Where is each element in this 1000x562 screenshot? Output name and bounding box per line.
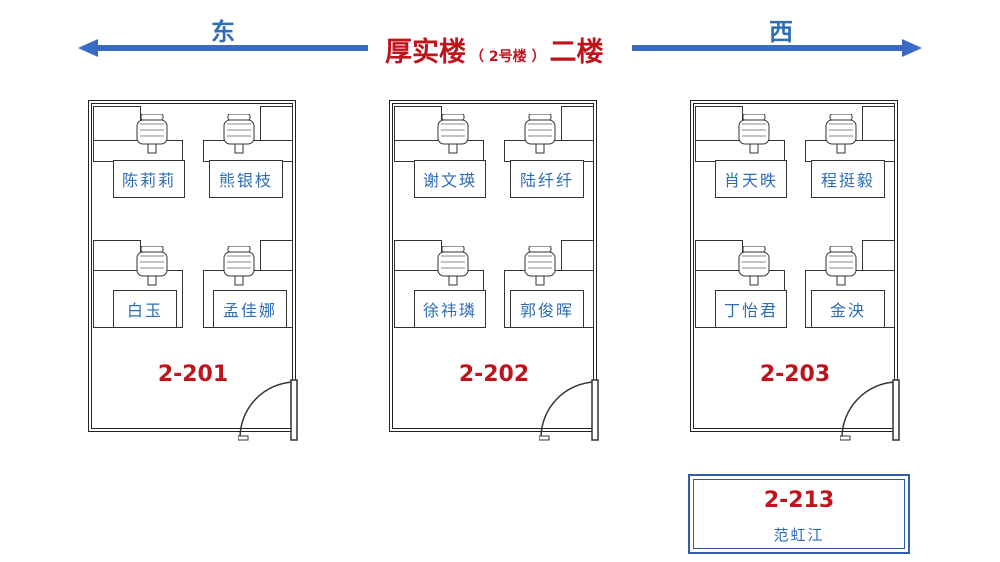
building-title: 厚实楼 （ 2号楼 ） 二楼 <box>385 30 620 70</box>
chair-icon <box>136 246 168 286</box>
room-wall <box>690 100 898 432</box>
desk <box>561 106 594 142</box>
room-wall <box>389 100 597 432</box>
desk <box>862 106 895 142</box>
west-arrow-icon <box>632 39 922 57</box>
desk <box>260 106 293 142</box>
chair-icon <box>825 114 857 154</box>
title-sub: （ 2号楼 ） <box>470 49 546 65</box>
title-main: 厚实楼 <box>385 37 466 68</box>
occupant-name: 陈莉莉 <box>113 160 185 198</box>
chair-icon <box>524 114 556 154</box>
chair-icon <box>136 114 168 154</box>
chair-icon <box>437 114 469 154</box>
west-label: 西 <box>769 18 793 46</box>
door-icon <box>840 379 900 441</box>
room-2-213: 2-213 范虹江 <box>688 474 910 554</box>
occupant-name: 金泱 <box>811 290 885 328</box>
occupant-name: 郭俊晖 <box>510 290 584 328</box>
room-2-201: 陈莉莉 熊银枝 白玉 孟佳娜 2-201 <box>88 100 306 442</box>
chair-icon <box>524 246 556 286</box>
occupant-name: 徐祎璘 <box>414 290 486 328</box>
occupant-name: 肖天昳 <box>715 160 787 198</box>
east-label: 东 <box>211 18 235 46</box>
desk <box>93 240 141 272</box>
occupant-name: 陆纤纤 <box>510 160 584 198</box>
room-2-203: 肖天昳 程挺毅 丁怡君 金泱 2-203 <box>690 100 908 442</box>
room-2-202: 谢文瑛 陆纤纤 徐祎璘 郭俊晖 2-202 <box>389 100 607 442</box>
desk <box>394 240 442 272</box>
room-number: 2-203 <box>759 362 831 387</box>
occupant-name: 谢文瑛 <box>414 160 486 198</box>
room-wall <box>88 100 296 432</box>
chair-icon <box>825 246 857 286</box>
desk <box>862 240 895 272</box>
chair-icon <box>738 246 770 286</box>
room-number: 2-201 <box>157 362 229 387</box>
desk <box>260 240 293 272</box>
door-icon <box>539 379 599 441</box>
title-floor: 二楼 <box>549 37 604 68</box>
desk <box>695 240 743 272</box>
occupant-name: 丁怡君 <box>715 290 787 328</box>
chair-icon <box>223 246 255 286</box>
occupant-name: 范虹江 <box>773 526 825 544</box>
room-number: 2-202 <box>458 362 530 387</box>
chair-icon <box>738 114 770 154</box>
occupant-name: 白玉 <box>113 290 177 328</box>
occupant-name: 程挺毅 <box>811 160 885 198</box>
east-arrow-icon <box>78 39 368 57</box>
occupant-name: 孟佳娜 <box>213 290 287 328</box>
desk <box>561 240 594 272</box>
door-icon <box>238 379 298 441</box>
room-number: 2-213 <box>763 488 835 513</box>
occupant-name: 熊银枝 <box>209 160 283 198</box>
chair-icon <box>437 246 469 286</box>
chair-icon <box>223 114 255 154</box>
